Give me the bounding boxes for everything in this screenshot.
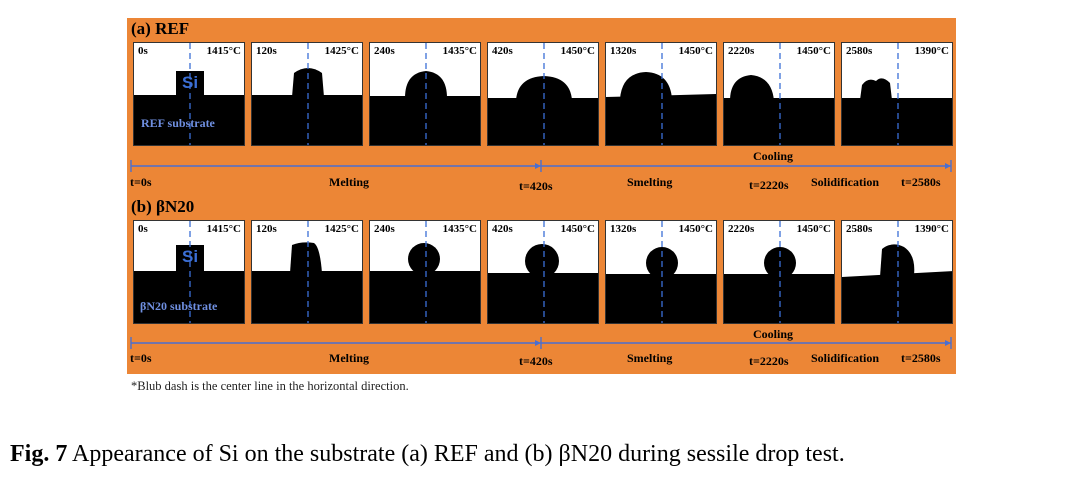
frame-temp: 1415°C — [206, 223, 241, 235]
si-label: Si — [182, 247, 199, 266]
timeline-t2220: t=2220s — [749, 354, 789, 368]
timeline-smelting: Smelting — [627, 351, 673, 365]
frame-2220s: 2220s 1450°C — [723, 42, 835, 146]
timeline-smelting: Smelting — [627, 175, 673, 189]
frame-temp: 1415°C — [206, 45, 241, 57]
frame-time: 240s — [374, 223, 395, 235]
frame-temp: 1435°C — [442, 45, 477, 57]
timeline-t0: t=0s — [130, 351, 152, 365]
frame-time: 240s — [374, 45, 395, 57]
timeline-arrows — [130, 337, 952, 349]
frame-2580s: 2580s 1390°C — [841, 220, 953, 324]
caption-text: Appearance of Si on the substrate (a) RE… — [67, 441, 845, 467]
frame-time: 420s — [492, 223, 513, 235]
frame-time: 2580s — [846, 223, 873, 235]
timeline-t420: t=420s — [519, 354, 553, 368]
frame-temp: 1435°C — [442, 223, 477, 235]
panel-ref: (a) REF 0s 1415°C Si REF substrate 120s … — [127, 18, 956, 196]
frame-240s: 240s 1435°C — [369, 42, 481, 146]
si-label: Si — [182, 73, 199, 92]
frame-time: 2220s — [728, 223, 755, 235]
frame-0s: 0s 1415°C Si βN20 substrate — [133, 220, 245, 324]
figure-footnote: *Blub dash is the center line in the hor… — [131, 379, 409, 393]
timeline-solidification: Solidification — [811, 175, 880, 189]
frame-temp: 1390°C — [914, 223, 949, 235]
timeline-t2580: t=2580s — [901, 351, 941, 365]
timeline-t2580: t=2580s — [901, 175, 941, 189]
panel-title: (a) REF — [131, 19, 190, 38]
frame-time: 1320s — [610, 45, 637, 57]
caption-label: Fig. 7 — [10, 441, 68, 467]
substrate-label: βN20 substrate — [140, 299, 218, 313]
figure-caption: Fig. 7 Appearance of Si on the substrate… — [10, 441, 845, 468]
timeline-t420: t=420s — [519, 179, 553, 193]
frame-120s: 120s 1425°C — [251, 220, 363, 324]
timeline-cooling: Cooling — [753, 149, 794, 163]
frame-temp: 1425°C — [324, 45, 359, 57]
frame-temp: 1450°C — [796, 45, 831, 57]
panel-bn20: (b) βN20 0s 1415°C Si βN20 substrate 120… — [127, 196, 956, 374]
frame-120s: 120s 1425°C — [251, 42, 363, 146]
timeline-solidification: Solidification — [811, 351, 880, 365]
frame-temp: 1390°C — [914, 45, 949, 57]
frame-time: 0s — [138, 223, 148, 235]
frame-temp: 1450°C — [560, 223, 595, 235]
frame-temp: 1450°C — [560, 45, 595, 57]
timeline-arrows — [130, 160, 952, 172]
frame-420s: 420s 1450°C — [487, 220, 599, 324]
timeline-melting: Melting — [329, 351, 369, 365]
frame-2220s: 2220s 1450°C — [723, 220, 835, 324]
timeline-cooling: Cooling — [753, 327, 794, 341]
frame-temp: 1450°C — [678, 223, 713, 235]
frame-1320s: 1320s 1450°C — [605, 42, 717, 146]
frame-temp: 1450°C — [796, 223, 831, 235]
frame-temp: 1425°C — [324, 223, 359, 235]
frame-time: 2220s — [728, 45, 755, 57]
timeline-t0: t=0s — [130, 175, 152, 189]
frame-time: 420s — [492, 45, 513, 57]
frame-time: 0s — [138, 45, 148, 57]
frame-time: 120s — [256, 223, 277, 235]
timeline-melting: Melting — [329, 175, 369, 189]
frame-420s: 420s 1450°C — [487, 42, 599, 146]
frame-0s: 0s 1415°C Si REF substrate — [133, 42, 245, 146]
frame-temp: 1450°C — [678, 45, 713, 57]
substrate-label: REF substrate — [141, 116, 215, 130]
timeline-t2220: t=2220s — [749, 178, 789, 192]
frame-time: 2580s — [846, 45, 873, 57]
frame-1320s: 1320s 1450°C — [605, 220, 717, 324]
frame-time: 1320s — [610, 223, 637, 235]
frame-2580s: 2580s 1390°C — [841, 42, 953, 146]
panel-title: (b) βN20 — [131, 197, 195, 216]
frame-time: 120s — [256, 45, 277, 57]
frame-240s: 240s 1435°C — [369, 220, 481, 324]
